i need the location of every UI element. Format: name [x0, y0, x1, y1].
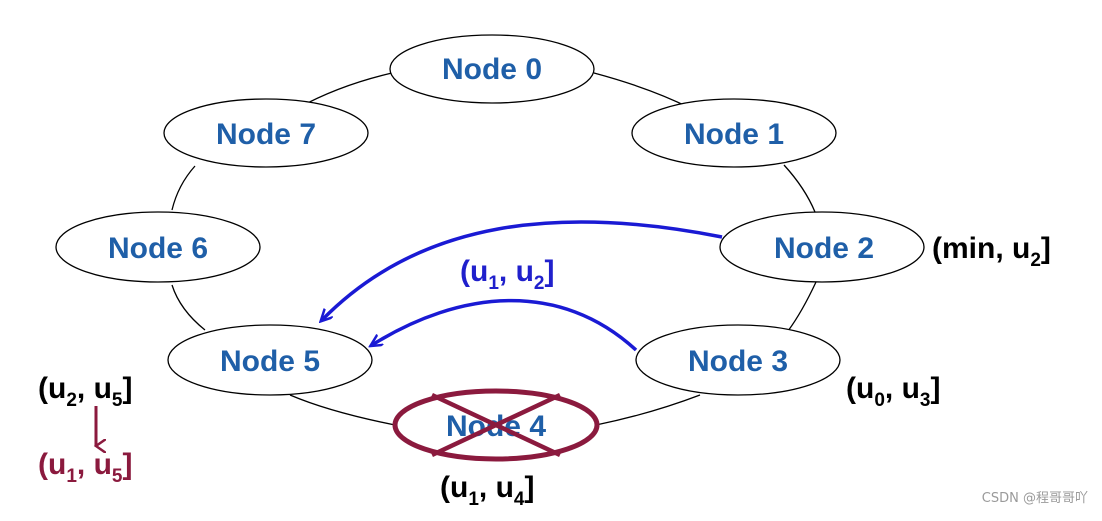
edge-5-6: [171, 284, 206, 331]
cross-mark-b: [431, 392, 561, 458]
edge-1-2: [783, 164, 816, 213]
node-7: Node 7: [163, 98, 369, 168]
node-6: Node 6: [55, 211, 261, 283]
node-5-label: Node 5: [220, 345, 320, 378]
edge-0-1: [593, 72, 691, 109]
node-7-label: Node 7: [216, 118, 316, 151]
arrow-node3-to-node5: [372, 298, 638, 352]
edge-4-5: [289, 394, 396, 426]
arrow-label: (u1, u2]: [460, 255, 554, 294]
node-2-value: (min, u2]: [932, 232, 1051, 271]
edge-3-4: [595, 394, 701, 426]
node-1-label: Node 1: [684, 118, 784, 151]
node-3-label: Node 3: [688, 345, 788, 378]
node-4-value: (u1, u4]: [440, 471, 534, 510]
arrow-node2-to-node5: [322, 220, 723, 320]
node-1: Node 1: [631, 98, 837, 168]
node-0-label: Node 0: [442, 53, 542, 86]
edge-2-3: [787, 281, 817, 332]
node-2-label: Node 2: [774, 232, 874, 265]
node-0: Node 0: [389, 34, 595, 104]
watermark: CSDN @程哥哥吖: [981, 491, 1088, 506]
node-2: Node 2: [719, 211, 925, 283]
node-3: Node 3: [635, 324, 841, 396]
node-5-value-after: (u1, u5]: [38, 448, 132, 487]
node-3-value: (u0, u3]: [846, 372, 940, 411]
node-5: Node 5: [167, 324, 373, 396]
node-6-label: Node 6: [108, 232, 208, 265]
node-4: Node 4: [392, 388, 600, 462]
node-5-value-before: (u2, u5]: [38, 372, 132, 411]
edge-6-7: [171, 165, 196, 211]
